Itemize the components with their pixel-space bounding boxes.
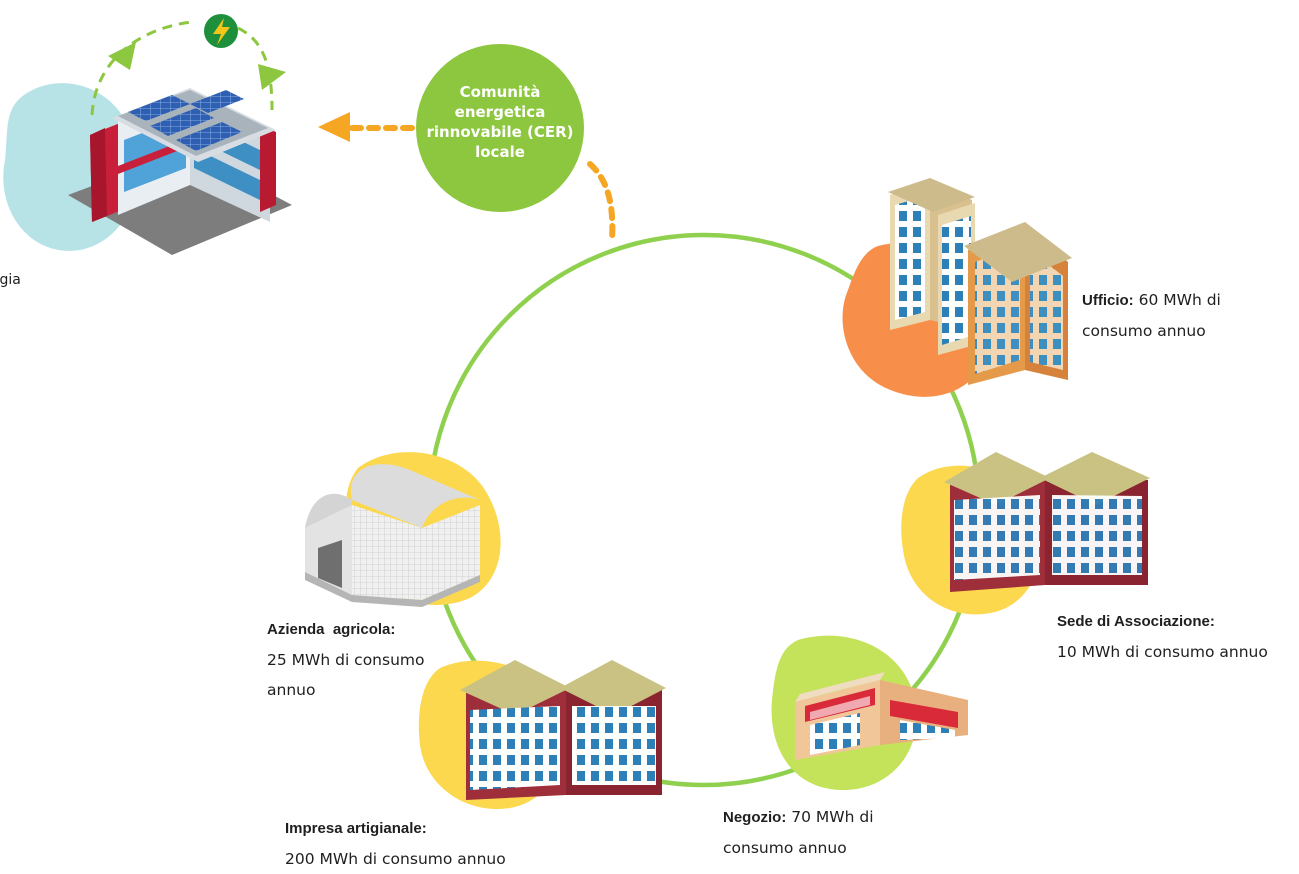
farm-name: Azienda agricola: bbox=[267, 621, 396, 638]
association-consumption: 10 MWh di consumo annuo bbox=[1057, 643, 1268, 661]
association-name: Sede di Associazione: bbox=[1057, 613, 1215, 630]
artisan-consumption: 200 MWh di consumo annuo bbox=[285, 850, 506, 868]
association-building bbox=[901, 452, 1150, 615]
farm-building bbox=[305, 452, 501, 607]
artisan-name: Impresa artigianale: bbox=[285, 820, 427, 837]
supply-arrow bbox=[318, 112, 616, 243]
farm-label: Azienda agricola: 25 MWh di consumo annu… bbox=[267, 614, 424, 705]
farm-consumption: 25 MWh di consumo bbox=[267, 651, 425, 669]
office-building bbox=[842, 178, 1072, 397]
office-consumption-line2: consumo annuo bbox=[1082, 322, 1206, 340]
shop-consumption-line2: consumo annuo bbox=[723, 839, 847, 857]
artisan-building bbox=[418, 660, 666, 810]
arrow-down-icon bbox=[258, 64, 286, 90]
association-label: Sede di Associazione: 10 MWh di consumo … bbox=[1057, 606, 1268, 667]
shop-consumption: 70 MWh di bbox=[791, 808, 874, 826]
artisan-label: Impresa artigianale: 200 MWh di consumo … bbox=[285, 813, 506, 874]
arrow-up-icon bbox=[108, 42, 136, 70]
cer-circle bbox=[416, 44, 584, 212]
shop-name: Negozio: bbox=[723, 809, 787, 826]
farm-consumption-line2: annuo bbox=[267, 681, 316, 699]
producer-building bbox=[3, 83, 292, 255]
arrow-left-icon bbox=[318, 112, 350, 142]
shop-label: Negozio: 70 MWh di consumo annuo bbox=[723, 802, 874, 863]
producer-label-fragment: rgia bbox=[0, 272, 21, 288]
office-label: Ufficio: 60 MWh di consumo annuo bbox=[1082, 285, 1221, 346]
cer-label: Comunità energetica rinnovabile (CER) lo… bbox=[426, 83, 574, 161]
office-consumption: 60 MWh di bbox=[1138, 291, 1221, 309]
energy-exchange-arrows bbox=[90, 14, 286, 116]
shop-building bbox=[771, 635, 968, 791]
lightning-icon bbox=[213, 18, 230, 45]
office-name: Ufficio: bbox=[1082, 292, 1134, 309]
